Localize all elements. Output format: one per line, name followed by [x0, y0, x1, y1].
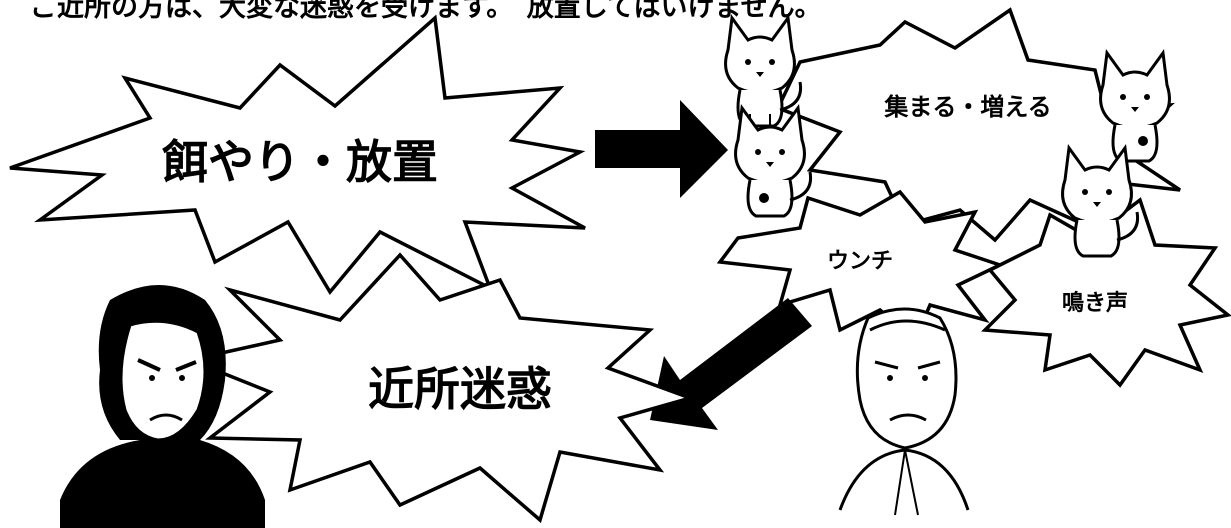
burst-gather-label: 集まる・増える [883, 93, 1051, 121]
burst-nuisance-label: 近所迷惑 [368, 362, 552, 416]
burst-nuisance: 近所迷惑 [184, 252, 696, 524]
burst-feeding: 餌やり・放置 [9, 14, 586, 296]
cat-icon [724, 14, 803, 128]
cat-icon [1099, 49, 1171, 163]
angry-woman-icon [60, 285, 265, 528]
cat-icon [1061, 144, 1140, 258]
burst-poop-label: ウンチ [827, 249, 893, 274]
arrow-right-icon [595, 100, 728, 198]
arrow-down-left-icon [650, 298, 812, 430]
angry-old-man-icon [838, 307, 970, 516]
burst-meow-label: 鳴き声 [1062, 291, 1128, 316]
burst-feeding-label: 餌やり・放置 [162, 135, 438, 189]
cat-icon [734, 104, 813, 218]
header-text: ご近所の方は、大変な迷惑を受けます。 放置してはいけません。 [30, 0, 822, 23]
